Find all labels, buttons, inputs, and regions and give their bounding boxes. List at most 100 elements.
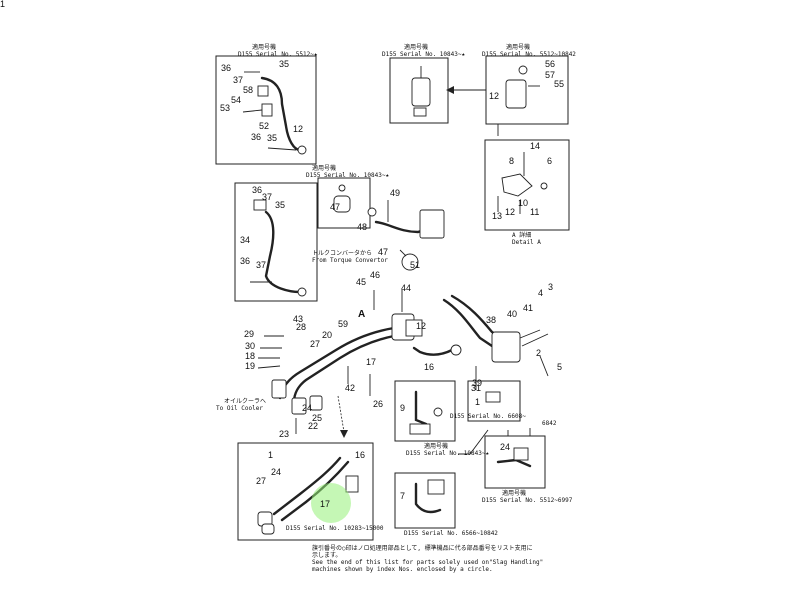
part-number-label: 34 [240, 235, 251, 245]
part-number-label: 17 [320, 499, 331, 509]
part-number-label: 35 [275, 200, 286, 210]
part-number-label: 54 [231, 95, 242, 105]
caption-detail-a: A 詳細 Detail A [512, 232, 541, 246]
part-number-label: 53 [220, 103, 231, 113]
part-number-label: 46 [370, 270, 381, 280]
caption-top-mid: 適用号機 D155 Serial No. 10843~★ [382, 44, 466, 58]
part-number-label: 12 [505, 207, 516, 217]
part-number-label: 49 [390, 188, 401, 198]
part-number-label: 1 [0, 0, 6, 9]
part-number-label: 24 [271, 467, 282, 477]
pipe-torque-converter [374, 220, 438, 234]
fitting-oil-cooler [271, 379, 287, 399]
part-number-label: 36 [252, 185, 263, 195]
part-number-label: 44 [401, 283, 412, 293]
panel-box-left-mid [234, 182, 318, 302]
part-number-label: 25 [312, 413, 323, 423]
dashed-leader-head [340, 430, 348, 438]
pipe-1-mid-lower [414, 482, 442, 514]
caption-right-small: D155 Serial No. 6608~ 6842 [450, 413, 557, 427]
part-number-label: 30 [245, 341, 256, 351]
bracket-detail-a [501, 173, 533, 197]
part-number-label: 29 [244, 329, 255, 339]
block-left-mid [253, 199, 267, 211]
nut-mid-upper [433, 407, 443, 417]
housing-torque-converter [419, 209, 445, 239]
part-number-label: 1 [268, 450, 274, 460]
caption-right-lower: 適用号機 D155 Serial No. 5512~6997 [482, 490, 573, 504]
flange-left-mid [297, 287, 307, 297]
part-number-label: 24 [500, 442, 511, 452]
clip-top [338, 184, 346, 192]
clamp-48 [367, 207, 377, 217]
part-number-label: 7 [400, 491, 406, 501]
nut-56 [518, 65, 528, 75]
part-number-label: 18 [245, 351, 256, 361]
part-number-label: 6 [547, 156, 553, 166]
elbow-42 [450, 344, 462, 356]
clip-47 [333, 195, 351, 213]
bolt-53 [242, 109, 263, 113]
part-number-label: 31 [471, 383, 482, 393]
valve-block-right [491, 331, 521, 363]
pipe-right-2 [450, 294, 506, 342]
part-number-label: 12 [416, 321, 427, 331]
part-number-label: 27 [256, 476, 267, 486]
bracket-base-top-mid [413, 107, 427, 117]
part-number-label: 10 [518, 198, 529, 208]
part-number-label: 36 [240, 256, 251, 266]
part-number-label: 55 [554, 79, 565, 89]
caption-top-right: 適用号機 D155 Serial No. 5512~10842 [482, 44, 576, 58]
part-number-label: 41 [523, 303, 534, 313]
block-1-mid-upper [409, 423, 431, 435]
part-number-label: 56 [545, 59, 556, 69]
part-number-label: 43 [293, 314, 304, 324]
panel-box-top-right [485, 55, 569, 125]
detail-a-marker: A [358, 309, 366, 320]
fitting-26 [291, 397, 307, 415]
part-number-label: 2 [536, 348, 542, 358]
part-number-label: 4 [538, 288, 544, 298]
part-number-label: 27 [310, 339, 321, 349]
bracket-12-top-right [505, 79, 527, 109]
part-number-label: 5 [557, 362, 563, 372]
part-number-label: 40 [507, 309, 518, 319]
part-number-label: 58 [243, 85, 254, 95]
panel-box-right-lower [484, 435, 546, 489]
arrow-head [446, 86, 454, 94]
part-number-label: 11 [530, 207, 540, 217]
panel-box-center-small [317, 177, 371, 229]
part-number-label: 35 [279, 59, 290, 69]
annotation-torque-converter: トルクコンバータから From Torque Convertor [312, 250, 388, 264]
part-number-label: 23 [279, 429, 290, 439]
part-number-label: 36 [221, 63, 232, 73]
dashed-leader [337, 395, 345, 433]
part-number-label: 38 [486, 315, 497, 325]
part-number-label: 47 [378, 247, 389, 257]
part-number-label: 28 [296, 322, 307, 332]
part-number-label: 9 [400, 403, 406, 413]
part-number-label: 16 [355, 450, 366, 460]
block-7 [485, 391, 501, 403]
bolt-36b [267, 147, 297, 151]
caption-bottom-left: D155 Serial No. 10283~15000 [286, 525, 384, 532]
pipe-34 [264, 210, 302, 294]
footnote: 旗引番号の○印はノロ処理用部品として, 標準機品に代る部品番号をリスト支用に 示… [312, 545, 544, 573]
caption-bottom-mid-upper: 適用号機 D155 Serial No. 10843~★ [406, 443, 490, 457]
block-right-lower [513, 447, 529, 461]
bolt-5 [539, 355, 549, 377]
caption-center-small: 適用号機 D155 Serial No. 10843~★ [306, 165, 390, 179]
fitting-25 [309, 395, 323, 411]
fitting-17b-bottom [261, 523, 275, 535]
panel-box-bottom-mid-upper [394, 380, 456, 442]
block-top-left [257, 85, 269, 97]
part-number-label: 47 [330, 202, 341, 212]
panel-box-top-left [215, 55, 317, 165]
caption-top-left: 適用号機 D155 Serial No. 5512~★ [238, 44, 318, 58]
hose-main-2 [292, 334, 396, 404]
part-number-label: 8 [509, 156, 515, 166]
panel-box-right-small [467, 380, 521, 422]
part-number-label: 17 [366, 357, 377, 367]
washer-6 [540, 182, 548, 190]
hose-bottom-1 [272, 456, 342, 516]
